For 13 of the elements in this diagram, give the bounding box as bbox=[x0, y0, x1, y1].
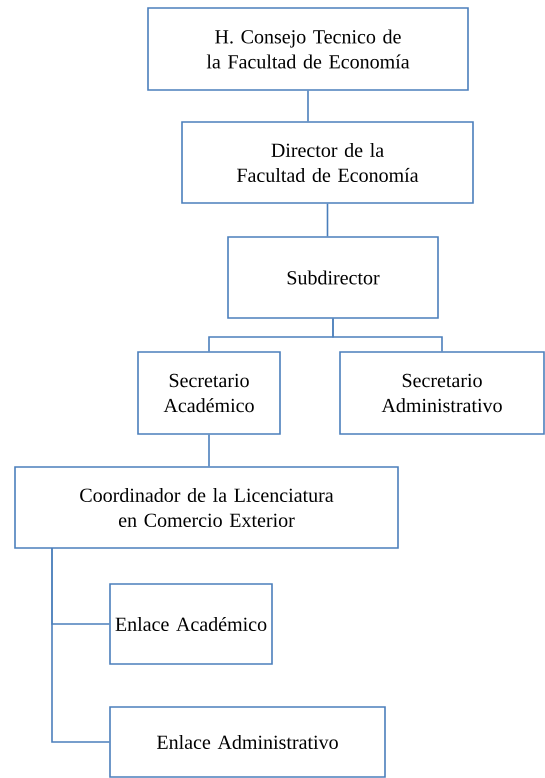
org-box: Director de la Facultad de Economía bbox=[181, 121, 474, 204]
org-box: Secretario Administrativo bbox=[339, 351, 545, 435]
org-box: Enlace Administrativo bbox=[109, 706, 386, 778]
connector-line bbox=[51, 548, 110, 743]
connector-line bbox=[332, 318, 443, 352]
org-box: Subdirector bbox=[227, 236, 439, 319]
connector-line bbox=[208, 434, 210, 466]
org-box: Enlace Académico bbox=[109, 583, 273, 665]
org-box: Secretario Académico bbox=[137, 351, 281, 435]
connector-line bbox=[326, 204, 328, 236]
connector-line bbox=[307, 90, 309, 122]
org-box: H. Consejo Tecnico de la Facultad de Economía bbox=[147, 7, 469, 91]
org-box: Coordinador de la Licenciatura en Comercio Exterior bbox=[14, 466, 399, 549]
